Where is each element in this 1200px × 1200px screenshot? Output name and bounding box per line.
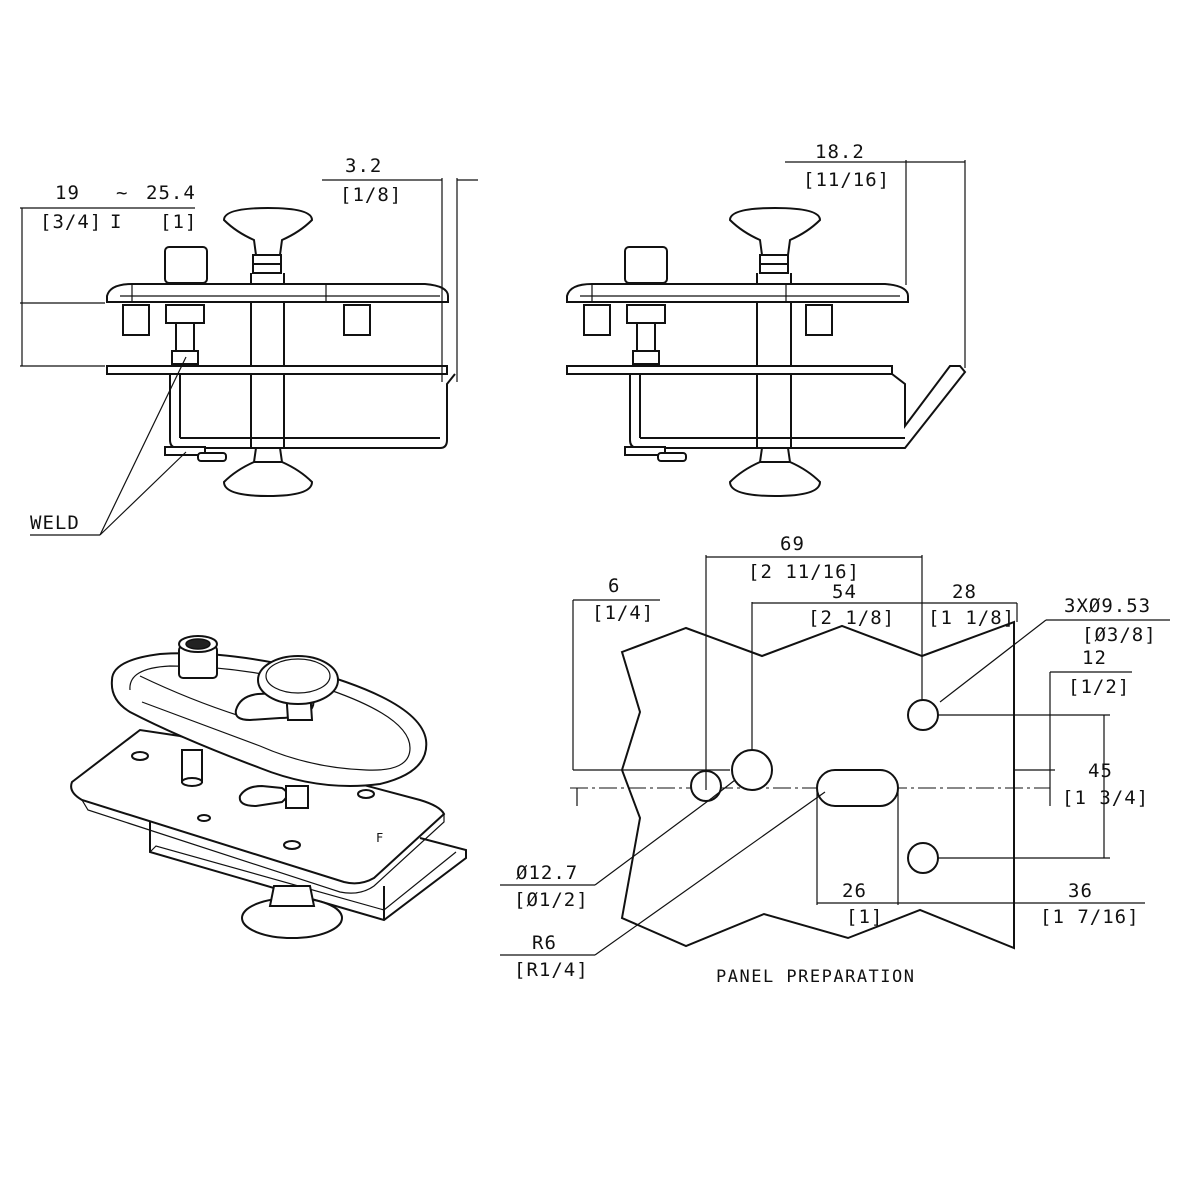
dim-depth-inch: [11/16]: [803, 169, 890, 191]
hole-large: [731, 749, 773, 791]
weld-nut: [197, 452, 227, 462]
dim-hole-large: Ø12.7: [516, 862, 578, 884]
iso-stud-2: [285, 785, 309, 809]
center-boss-r: [626, 304, 666, 324]
dim-54-inch: [2 1/8]: [808, 607, 895, 629]
isometric-view: F: [70, 635, 467, 939]
hole-top-right: [907, 699, 939, 731]
weld-nut-r: [657, 452, 687, 462]
stud-right: [343, 304, 371, 336]
dim-holes-inch: [Ø3/8]: [1082, 624, 1157, 646]
panel-r: [566, 365, 893, 375]
upper-plate-r: [566, 283, 909, 303]
side-view-left: [20, 178, 478, 536]
post-r: [624, 246, 668, 284]
iso-bracket: [149, 822, 467, 922]
dim-6: 6: [608, 575, 620, 597]
stud-left-r: [583, 304, 611, 336]
weld-tab-r: [624, 446, 666, 456]
dim-45-inch: [1 3/4]: [1062, 787, 1149, 809]
side-view-right: [566, 160, 967, 498]
dim-69-inch: [2 11/16]: [748, 561, 860, 583]
panel-outline: [620, 620, 1015, 950]
dim-radius: R6: [532, 932, 557, 954]
dim-grip-bar: I: [110, 211, 122, 233]
upper-knob-r: [728, 206, 822, 256]
iso-mark: F: [376, 831, 385, 845]
dim-depth: 18.2: [815, 141, 865, 163]
lower-knob-r: [728, 447, 822, 498]
lower-bracket: [169, 373, 456, 449]
dim-26-inch: [1]: [846, 906, 883, 928]
stud-left: [122, 304, 150, 336]
panel: [106, 365, 448, 375]
hole-bottom-right: [907, 842, 939, 874]
dim-radius-inch: [R1/4]: [514, 959, 589, 981]
dim-54: 54: [832, 581, 857, 603]
lower-bracket-r: [629, 365, 967, 449]
iso-upper-knob: [257, 655, 339, 705]
center-boss: [165, 304, 205, 324]
pin-head-r: [632, 350, 660, 365]
dim-36: 36: [1068, 880, 1093, 902]
dim-28: 28: [952, 581, 977, 603]
upper-knob: [222, 206, 314, 256]
dim-28-inch: [1 1/8]: [928, 607, 1015, 629]
pin-head: [171, 350, 199, 365]
dim-grip-min: 19: [55, 182, 80, 204]
upper-plate: [106, 283, 449, 303]
dim-hole-large-inch: [Ø1/2]: [514, 889, 589, 911]
dim-12-inch: [1/2]: [1068, 676, 1130, 698]
small-pin-r: [636, 322, 656, 352]
dim-thickness: 3.2: [345, 155, 382, 177]
post: [164, 246, 208, 284]
dim-12: 12: [1082, 647, 1107, 669]
dim-holes: 3XØ9.53: [1064, 595, 1151, 617]
dim-thickness-inch: [1/8]: [340, 184, 402, 206]
dim-grip-max-inch: [1]: [160, 211, 197, 233]
weld-label: WELD: [30, 512, 80, 534]
dim-69: 69: [780, 533, 805, 555]
dim-26: 26: [842, 880, 867, 902]
dim-grip-sep: ~: [116, 182, 128, 204]
weld-tab: [164, 446, 206, 456]
panel-preparation-title: PANEL PREPARATION: [716, 967, 916, 987]
dim-36-inch: [1 7/16]: [1040, 906, 1140, 928]
stud-right-r: [805, 304, 833, 336]
dim-grip-max: 25.4: [146, 182, 196, 204]
dim-45: 45: [1088, 760, 1113, 782]
panel-preparation-view: [500, 555, 1170, 956]
lower-knob: [222, 447, 314, 498]
small-pin: [175, 322, 195, 352]
dim-grip-min-inch: [3/4]: [40, 211, 102, 233]
slot: [816, 769, 899, 807]
dim-6-inch: [1/4]: [592, 602, 654, 624]
